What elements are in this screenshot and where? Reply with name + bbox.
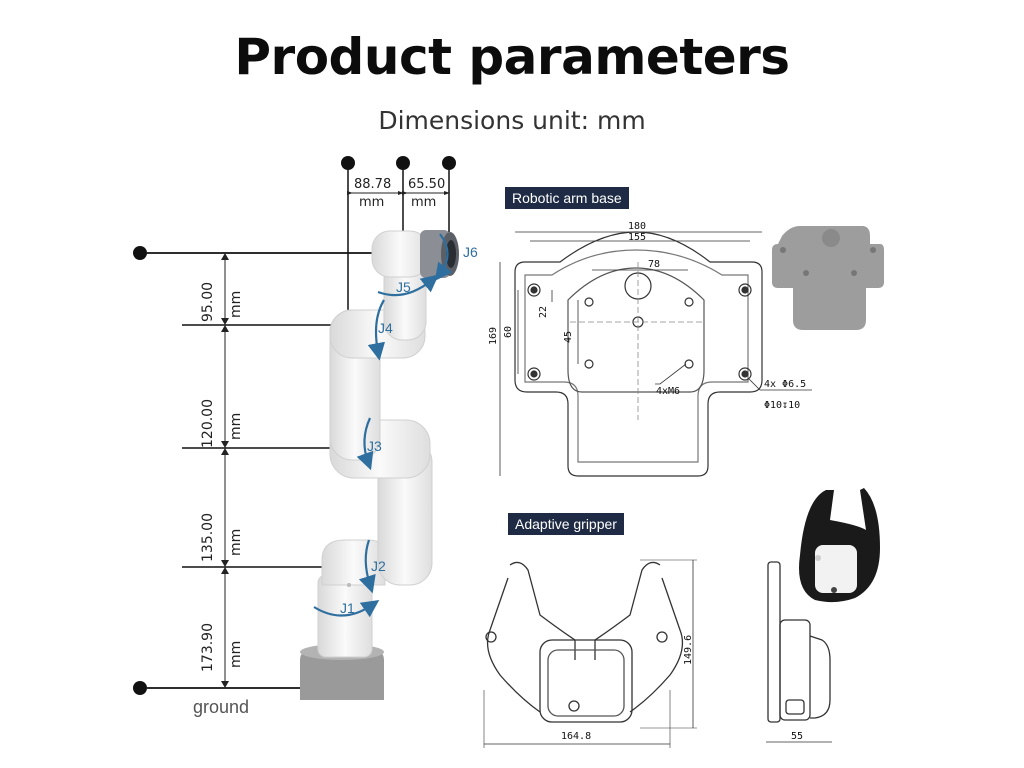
- reference-marker-icon: [133, 156, 456, 695]
- gripper-front-drawing: [483, 559, 697, 748]
- arm-segment-unit: mm: [228, 412, 244, 440]
- arm-offset-value: 88.78: [354, 177, 392, 192]
- base-dim-height-inner: 45: [563, 330, 574, 343]
- gripper-dim-depth: 55: [791, 731, 804, 742]
- arm-segment-unit: mm: [228, 290, 244, 318]
- arm-segment-value: 173.90: [200, 623, 216, 672]
- base-drawing: [499, 231, 812, 477]
- base-dim-offset: 22: [538, 305, 549, 318]
- arm-offset-unit: mm: [359, 195, 385, 210]
- joint-label-j1: J1: [340, 600, 355, 616]
- joint-label-j3: J3: [367, 438, 382, 454]
- base-dim-center: 78: [648, 259, 661, 270]
- arm-diagram: [133, 156, 459, 700]
- gripper-section-tag: Adaptive gripper: [508, 513, 624, 535]
- gripper-dim-height: 149.6: [683, 634, 694, 665]
- joint-rotation-arrows: [313, 233, 453, 618]
- base-dim-counterbore: Φ10↧10: [764, 400, 801, 411]
- page-subtitle: Dimensions unit: mm: [378, 106, 646, 135]
- base-dim-thread: 4xM6: [656, 386, 681, 397]
- base-dim-holes: 4x Φ6.5: [764, 379, 807, 390]
- gripper-photo: [799, 488, 880, 603]
- page-title: Product parameters: [234, 28, 790, 86]
- base-dim-width-outer: 180: [628, 221, 647, 232]
- arm-offset-value: 65.50: [408, 177, 446, 192]
- base-photo: [772, 226, 884, 330]
- base-dim-width-inner: 155: [628, 232, 647, 243]
- arm-segment-value: 135.00: [200, 513, 216, 562]
- arm-offset-unit: mm: [411, 195, 437, 210]
- arm-segment-unit: mm: [228, 640, 244, 668]
- base-dim-height-outer: 169: [488, 326, 499, 345]
- base-dim-height-mid: 60: [503, 325, 514, 338]
- ground-label: ground: [193, 697, 250, 717]
- base-section-tag: Robotic arm base: [505, 187, 629, 209]
- joint-label-j2: J2: [371, 558, 386, 574]
- arm-segment-value: 95.00: [200, 281, 216, 322]
- arm-segment-unit: mm: [228, 528, 244, 556]
- robot-arm-illustration: [300, 230, 459, 700]
- gripper-dim-width: 164.8: [561, 731, 592, 742]
- arm-segment-value: 120.00: [200, 399, 216, 448]
- joint-label-j5: J5: [396, 279, 411, 295]
- joint-label-j6: J6: [463, 244, 478, 260]
- gripper-side-drawing: [766, 561, 832, 743]
- joint-label-j4: J4: [378, 320, 393, 336]
